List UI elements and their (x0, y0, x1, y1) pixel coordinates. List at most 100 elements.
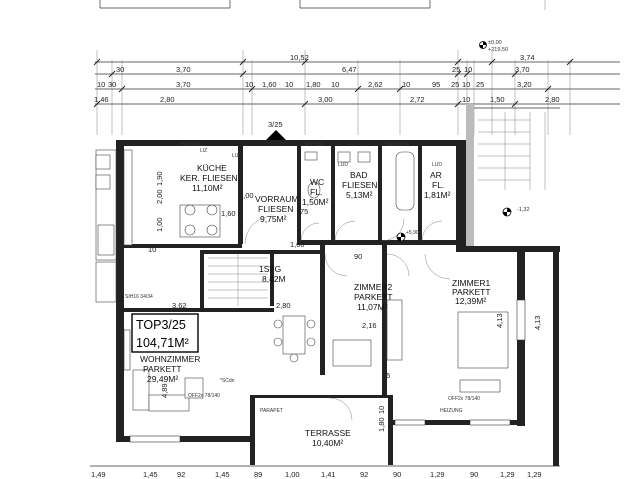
room-wohnzimmer-area: 29,49M² (147, 374, 178, 384)
dim-row4-3: 2,72 (410, 95, 425, 104)
room-zimmer1-sub: PARKETT (452, 287, 491, 297)
note-11: PARAPET (260, 408, 283, 414)
note-12: *SCdn (220, 378, 235, 384)
int-dim-17: 15 (382, 371, 390, 380)
room-labels: KÜCHE KER. FLIESEN 11,10M² VORRAUM FLIES… (140, 163, 491, 448)
room-vorraum-area: 9,75M² (260, 214, 287, 224)
int-dim-0: 1,90 (155, 171, 164, 186)
int-dim-4: 2,80 (276, 301, 291, 310)
int-dim-6: 4,13 (495, 313, 504, 328)
bottom-dim-0: 1,49 (91, 470, 106, 479)
bathroom-fixtures (304, 151, 415, 211)
stair-area: -1,32 (466, 104, 560, 250)
int-dim-2: 1,00 (155, 217, 164, 232)
dim-row3-14: 3,20 (517, 80, 532, 89)
dim-row2-3: 25 (452, 65, 460, 74)
note-0: SIH16 34/34 (125, 294, 153, 300)
note-10: HEIZUNG (440, 408, 463, 414)
room-wc-name: WC (310, 177, 324, 187)
room-ar-area: 1,81M² (424, 190, 451, 200)
bottom-dim-7: 92 (360, 470, 368, 479)
room-stg-area: 8,42M (262, 274, 286, 284)
dim-row2-4: 10 (464, 65, 472, 74)
room-bad-name: BAD (350, 170, 367, 180)
dim-row2-1: 3,70 (176, 65, 191, 74)
dim-row3-10: 95 (432, 80, 440, 89)
level-mark-0: ±0,00 (488, 40, 502, 46)
room-zimmer2-name: ZIMMER2 (354, 282, 393, 292)
windows (123, 299, 526, 443)
level-mark-3: +5,90 (406, 230, 419, 236)
room-stg-name: 1STG (259, 264, 281, 274)
room-kueche-name: KÜCHE (197, 163, 227, 173)
room-terrasse-name: TERRASSE (305, 428, 351, 438)
dim-row4-6: 2,80 (545, 95, 560, 104)
note-5: LUD (338, 162, 348, 168)
dim-row3-3: 10 (245, 80, 253, 89)
dim-row4-1: 2,80 (160, 95, 175, 104)
dim-row1-0: 10,52 (290, 53, 309, 62)
room-kueche-area: 11,10M² (192, 183, 223, 193)
bottom-dim-3: 1,45 (215, 470, 230, 479)
bottom-dim-1: 1,45 (143, 470, 158, 479)
int-dim-14: 2,16 (362, 321, 377, 330)
living-furniture (132, 315, 316, 412)
room-ar-sub: FL. (432, 180, 444, 190)
int-dim-10: 10 (377, 406, 386, 414)
bottom-dim-6: 1,41 (321, 470, 336, 479)
note-9: HEIZUNG (386, 142, 409, 148)
small-notes: SIH16 34/34 OFF2x 78/140 OFF2x 78/140 LI… (125, 142, 480, 414)
int-dim-7: 4,13 (533, 315, 542, 330)
dim-row1-1: 3,74 (520, 53, 535, 62)
dim-row3-0: 10 (97, 80, 105, 89)
room-zimmer2-area: 11,07M² (357, 302, 388, 312)
dim-row2-2: 6,47 (342, 65, 357, 74)
room-kueche-sub: KER. FLIESEN (180, 173, 238, 183)
note-2: OFF2x 78/140 (448, 396, 480, 402)
note-6: LUD (432, 162, 442, 168)
unit-name: TOP3/25 (136, 318, 186, 332)
section-mark: 3/25 (268, 120, 283, 129)
bottom-dim-2: 92 (177, 470, 185, 479)
dim-row3-12: 10 (462, 80, 470, 89)
note-7: HEIZUNG (180, 142, 203, 148)
dim-row3-13: 25 (476, 80, 484, 89)
int-dim-8: 4,89 (160, 383, 169, 398)
dim-row3-9: 10 (402, 80, 410, 89)
bottom-dim-4: 89 (254, 470, 262, 479)
level-mark-2: -1,32 (517, 207, 530, 213)
int-dim-5: 3,62 (172, 301, 187, 310)
dim-row3-1: 30 (108, 80, 116, 89)
dim-row2-0: 30 (116, 65, 124, 74)
room-vorraum-name: VORRAUM (255, 194, 298, 204)
bottom-dims: 1,49 1,45 92 1,45 89 1,00 1,41 92 90 1,2… (90, 465, 560, 479)
dim-row3-2: 3,70 (176, 80, 191, 89)
dim-row3-11: 25 (451, 80, 459, 89)
room-wc-sub: FL. (310, 187, 322, 197)
int-dim-12: 90 (354, 252, 362, 261)
bottom-dim-12: 1,29 (527, 470, 542, 479)
dim-row3-7: 10 (331, 80, 339, 89)
dim-row3-4: 1,60 (262, 80, 277, 89)
room-zimmer1-area: 12,39M² (455, 296, 486, 306)
room-wc-area: 1,50M² (302, 197, 329, 207)
int-dim-16: 10 (148, 245, 156, 254)
int-dim-11: 75 (300, 207, 308, 216)
bottom-dim-8: 90 (393, 470, 401, 479)
top-dimension-area: 10,52 3,74 30 3,70 6,47 25 10 3,70 10 30… (93, 0, 620, 135)
room-zimmer2-sub: PARKETT (354, 292, 393, 302)
bottom-dim-11: 1,29 (500, 470, 515, 479)
note-1: OFF2x 78/140 (188, 393, 220, 399)
dim-row2-5: 3,70 (515, 65, 530, 74)
dim-row3-5: 10 (285, 80, 293, 89)
note-4: LUD (232, 153, 242, 159)
kitchen-furniture (95, 149, 221, 303)
int-dim-3: 1,60 (221, 209, 236, 218)
doors (244, 215, 451, 421)
room-bad-area: 5,13M² (346, 190, 373, 200)
room-ar-name: AR (430, 170, 442, 180)
room-zimmer1-name: ZIMMER1 (452, 278, 491, 288)
room-terrasse-area: 10,40M² (312, 438, 343, 448)
int-dim-1: 2,00 (155, 189, 164, 204)
